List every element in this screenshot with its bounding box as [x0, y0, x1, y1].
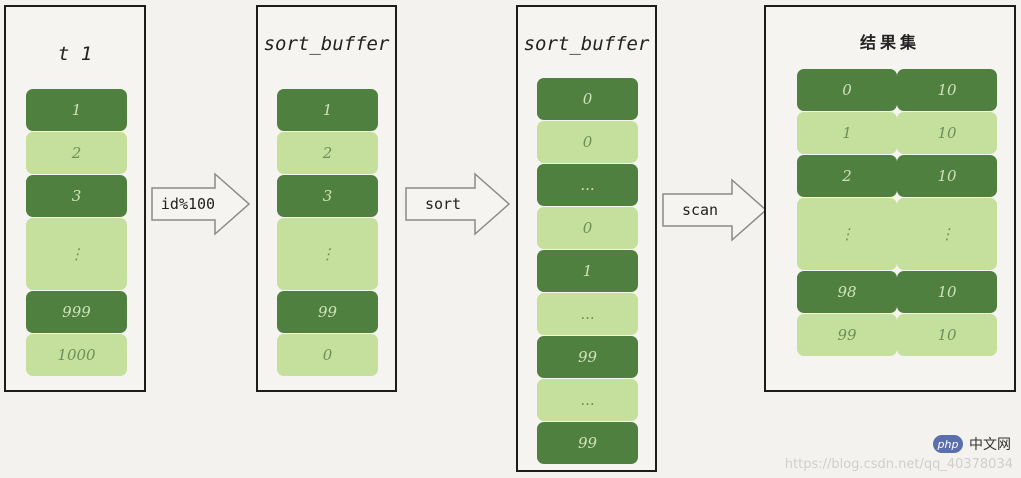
- list-item: 1000: [26, 334, 127, 376]
- list-item: 99: [277, 291, 378, 333]
- panel-title: t 1: [57, 43, 93, 65]
- list-item: ...: [537, 293, 638, 335]
- table-cell: 2: [797, 155, 897, 197]
- panel-t1: t 1 1 2 3 ⋮ 999 1000: [4, 5, 146, 392]
- list-item: 3: [26, 175, 127, 217]
- panel-title: sort_buffer: [523, 33, 650, 55]
- arrow-label: id%100: [160, 195, 216, 213]
- table-cell: 10: [897, 112, 997, 154]
- table-cell: 98: [797, 271, 897, 313]
- list-item: ...: [537, 379, 638, 421]
- panel-title: 结果集: [859, 33, 920, 52]
- arrow-sort: sort: [405, 172, 511, 236]
- table-cell: 10: [897, 69, 997, 111]
- watermark: php 中文网: [933, 434, 1011, 454]
- arrow-label: sort: [424, 195, 462, 213]
- arrow-right-icon: [405, 172, 511, 236]
- table-cell: 10: [897, 155, 997, 197]
- table-cell: 99: [797, 314, 897, 356]
- list-item: 99: [537, 336, 638, 378]
- list-item: 0: [537, 121, 638, 163]
- table-cell: 10: [897, 271, 997, 313]
- table-cell: 10: [897, 314, 997, 356]
- watermark-url: https://blog.csdn.net/qq_40378034: [784, 457, 1013, 472]
- list-item: 2: [26, 132, 127, 174]
- list-item: 3: [277, 175, 378, 217]
- list-item: 1: [26, 89, 127, 131]
- watermark-site: 中文网: [969, 437, 1011, 453]
- arrow-right-icon: [151, 172, 251, 236]
- list-item: ...: [537, 164, 638, 206]
- list-item: 0: [537, 78, 638, 120]
- list-item: ⋮: [277, 218, 378, 290]
- list-item: ⋮: [26, 218, 127, 290]
- table-cell: ⋮: [797, 198, 897, 270]
- arrow-label: scan: [681, 201, 719, 219]
- list-item: 1: [277, 89, 378, 131]
- panel-sort-buffer-1: sort_buffer 1 2 3 ⋮ 99 0: [256, 5, 397, 392]
- php-logo-icon: php: [933, 435, 963, 453]
- list-item: 2: [277, 132, 378, 174]
- table-cell: 1: [797, 112, 897, 154]
- table-cell: 0: [797, 69, 897, 111]
- arrow-right-icon: [662, 178, 768, 242]
- table-cell: ⋮: [897, 198, 997, 270]
- panel-sort-buffer-2: sort_buffer 0 0 ... 0 1 ... 99 ... 99: [516, 5, 657, 472]
- panel-title: sort_buffer: [263, 33, 390, 55]
- list-item: 0: [537, 207, 638, 249]
- list-item: 1: [537, 250, 638, 292]
- list-item: 999: [26, 291, 127, 333]
- arrow-scan: scan: [662, 178, 768, 242]
- list-item: 0: [277, 334, 378, 376]
- arrow-id-mod-100: id%100: [151, 172, 251, 236]
- list-item: 99: [537, 422, 638, 464]
